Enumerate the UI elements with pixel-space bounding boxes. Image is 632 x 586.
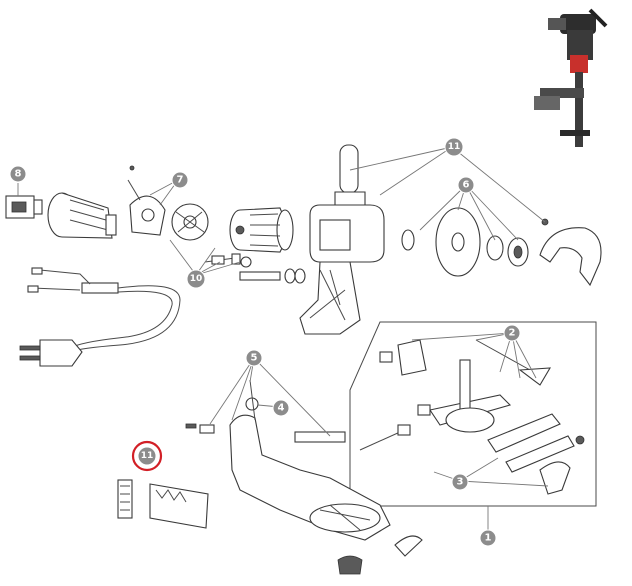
svg-text:7: 7 <box>177 175 184 186</box>
motor-end-cap <box>47 192 117 239</box>
callout-7: 7 <box>171 171 189 189</box>
callout-8: 8 <box>9 165 27 183</box>
callout-10: 10 <box>186 269 206 289</box>
brush-holder <box>127 165 166 236</box>
highlight-ring <box>131 440 163 472</box>
callout-11-highlighted: 11 <box>131 440 163 472</box>
callout-4: 4 <box>272 399 290 417</box>
svg-text:11: 11 <box>141 451 154 461</box>
power-cord <box>19 267 181 367</box>
svg-text:11: 11 <box>448 142 461 152</box>
callout-2: 2 <box>503 324 521 342</box>
svg-text:2: 2 <box>509 328 516 339</box>
svg-text:4: 4 <box>278 403 285 414</box>
wheel-guard <box>539 218 602 287</box>
callout-1: 1 <box>479 529 497 547</box>
callout-5: 5 <box>245 349 263 367</box>
svg-text:10: 10 <box>190 274 203 284</box>
clamp-lever <box>487 413 585 495</box>
svg-text:1: 1 <box>485 533 492 544</box>
svg-text:5: 5 <box>251 353 258 364</box>
svg-text:6: 6 <box>463 180 470 191</box>
subassembly-frame <box>349 321 597 507</box>
callout-11-top: 11 <box>444 137 464 157</box>
brush-plate <box>171 203 209 241</box>
screws-group-10 <box>204 253 306 284</box>
product-photo <box>534 8 608 147</box>
main-housing <box>299 144 385 335</box>
callout-3: 3 <box>451 473 469 491</box>
callout-6: 6 <box>457 176 475 194</box>
motor-armature <box>229 207 294 253</box>
svg-text:3: 3 <box>457 477 464 488</box>
vise-assembly <box>359 339 552 451</box>
base-part <box>185 379 423 575</box>
switch-part <box>5 195 43 219</box>
svg-text:8: 8 <box>15 169 22 180</box>
spare-blocks <box>117 479 209 529</box>
grinding-wheels <box>401 207 529 277</box>
